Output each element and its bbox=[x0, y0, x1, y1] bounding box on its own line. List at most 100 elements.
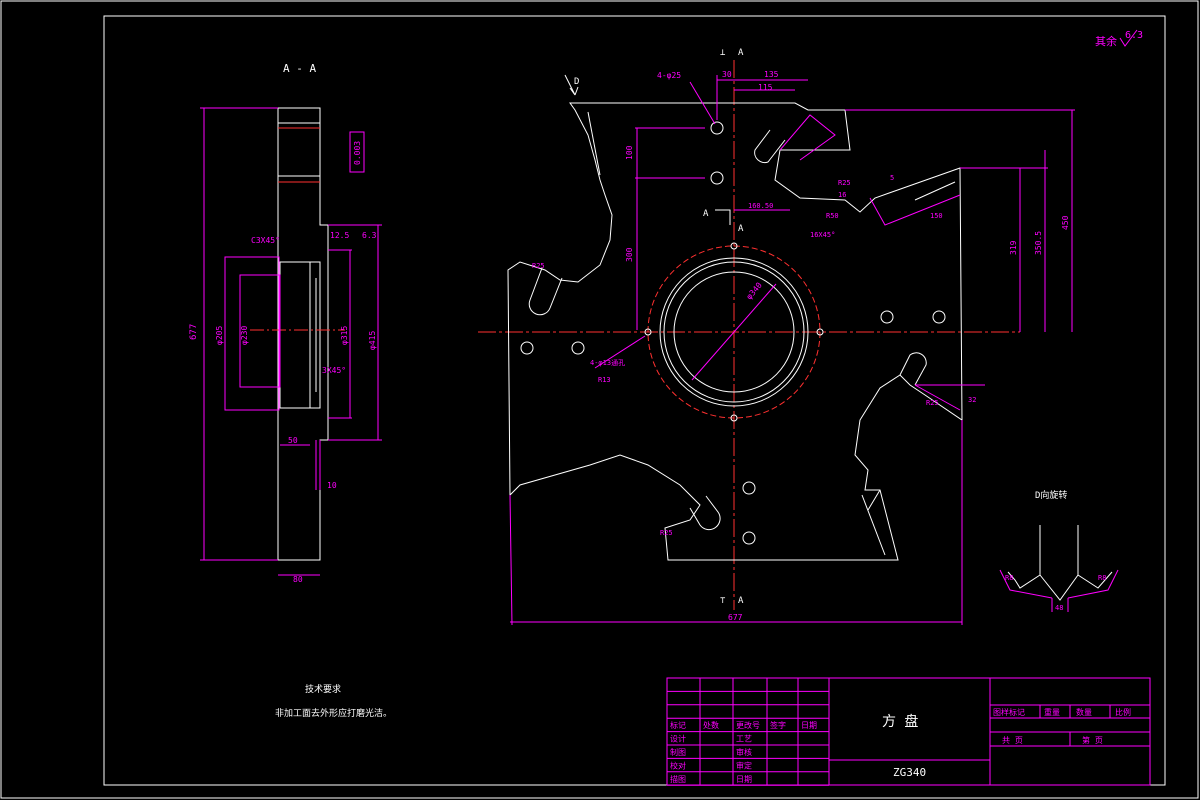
dim-r25-left: R25 bbox=[532, 262, 545, 270]
d-view-outline bbox=[1007, 525, 1113, 601]
tb-cell: 更改号 bbox=[736, 720, 760, 730]
dim-roughness: 6.3 bbox=[362, 231, 377, 240]
d-view-r2: R8 bbox=[1098, 574, 1106, 582]
tb-cell: 审定 bbox=[736, 760, 752, 770]
tech-requirements: 技术要求 非加工面去外形应打磨光洁。 bbox=[275, 683, 392, 719]
dim-box bbox=[224, 256, 280, 411]
dim-angle bbox=[914, 384, 985, 411]
dim-5: 5 bbox=[890, 174, 894, 182]
tech-text: 非加工面去外形应打磨光洁。 bbox=[275, 707, 392, 719]
mount-hole bbox=[520, 341, 534, 355]
dim-160: 160.50 bbox=[748, 202, 773, 210]
corner-roughness: 其余 6.3 bbox=[1095, 29, 1143, 48]
sheet-total: 共 页 bbox=[1002, 736, 1023, 745]
mount-hole bbox=[742, 481, 756, 495]
section-mark-top-1: ⊥ bbox=[720, 48, 726, 58]
dim-r25: R25 bbox=[838, 179, 851, 187]
dim-depth: 50 bbox=[288, 436, 298, 445]
dim-box bbox=[239, 274, 281, 388]
tb-cell: 处数 bbox=[703, 720, 719, 730]
roughness-symbol-icon bbox=[1119, 29, 1138, 47]
material: ZG340 bbox=[893, 766, 926, 779]
tb-cell: 标记 bbox=[670, 720, 686, 730]
dim-135: 135 bbox=[764, 70, 779, 79]
dim-150: 150 bbox=[930, 212, 943, 220]
mount-hole bbox=[932, 310, 946, 324]
tb-cell: 制图 bbox=[670, 747, 686, 757]
dim-677: 677 bbox=[728, 613, 743, 622]
bore-outline bbox=[279, 261, 321, 409]
mount-hole bbox=[710, 121, 724, 135]
mount-hole bbox=[742, 531, 756, 545]
dim-ext bbox=[509, 494, 513, 626]
section-view: A - A 677 φ205 φ230 φ315 φ415 C3X45° 3X4… bbox=[189, 62, 382, 584]
dim-r25-bottom: R25 bbox=[660, 529, 673, 537]
dim-350: 350.5 bbox=[1034, 231, 1043, 255]
roughness-label: 其余 bbox=[1095, 34, 1117, 48]
section-mark-bottom-1: ⊤ bbox=[720, 596, 726, 606]
tb-right-header: 重量 bbox=[1044, 707, 1060, 717]
bolt-circle bbox=[647, 245, 821, 419]
d-view-dims bbox=[999, 569, 1119, 599]
section-mark-top: A bbox=[738, 48, 744, 58]
leader-line bbox=[594, 335, 646, 369]
view-arrow-label: D bbox=[574, 77, 579, 87]
dim-32: 32 bbox=[968, 396, 976, 404]
slot-end-bottom bbox=[689, 495, 721, 531]
mount-holes bbox=[520, 121, 946, 545]
dim-inner-dia: φ230 bbox=[240, 326, 249, 345]
dim-outer-dia: φ315 bbox=[340, 326, 349, 345]
dim-115: 115 bbox=[758, 83, 773, 92]
slot-end-right bbox=[899, 352, 927, 386]
tb-cell: 日期 bbox=[801, 721, 817, 730]
dim-340: φ340 bbox=[745, 281, 764, 302]
dim-deg: 16X45° bbox=[810, 231, 835, 239]
view-arrow-icon bbox=[564, 74, 579, 96]
dim-groove: 12.5 bbox=[330, 231, 349, 240]
d-view: D向旋转 R8 48 R8 bbox=[999, 489, 1119, 612]
dim-total-height: 677 bbox=[189, 324, 199, 340]
bolt-holes bbox=[644, 242, 824, 422]
dim-300: 300 bbox=[625, 247, 634, 262]
tb-right-header: 比例 bbox=[1115, 707, 1131, 717]
ring-outer bbox=[659, 257, 809, 407]
section-mark-mid-2: A bbox=[738, 224, 744, 234]
slot-end-left bbox=[528, 267, 563, 316]
dim-30: 30 bbox=[722, 70, 732, 79]
plate-outline bbox=[507, 102, 963, 561]
tb-cell: 工艺 bbox=[736, 735, 752, 744]
sheet-no: 第 页 bbox=[1082, 735, 1103, 745]
section-cut-icon bbox=[715, 209, 731, 225]
tech-title: 技术要求 bbox=[305, 683, 341, 695]
section-title: A - A bbox=[283, 62, 316, 75]
d-view-r: R8 bbox=[1005, 574, 1013, 582]
mount-hole bbox=[710, 171, 724, 185]
tb-cell: 日期 bbox=[736, 775, 752, 784]
tb-cell: 设计 bbox=[670, 734, 686, 744]
section-mark-mid: A bbox=[703, 209, 709, 219]
dim-chamfer-bottom: 3X45° bbox=[322, 366, 346, 375]
slot-end-top bbox=[754, 129, 786, 164]
dim-319: 319 bbox=[1009, 240, 1018, 255]
slot-line bbox=[861, 494, 886, 556]
dim-r25-right: R25 bbox=[926, 399, 939, 407]
ring-mid bbox=[663, 261, 805, 403]
dim-flatness: 0.003 bbox=[353, 141, 362, 165]
flatness-frame bbox=[349, 131, 365, 173]
tb-right-header: 图样标记 bbox=[993, 707, 1025, 717]
mount-hole bbox=[571, 341, 585, 355]
dim-flange-thk: 10 bbox=[327, 481, 337, 490]
leader-line bbox=[689, 81, 716, 125]
dim-hole-dia: φ205 bbox=[215, 326, 224, 345]
main-view: 677 φ340 bbox=[478, 48, 1075, 626]
title-block-right-headers: 图样标记 重量 数量 比例 bbox=[993, 707, 1131, 717]
dim-holes2: 4-φ13通孔 bbox=[590, 358, 625, 367]
d-view-title: D向旋转 bbox=[1035, 489, 1067, 501]
slot-line bbox=[914, 181, 956, 201]
tb-right-header: 数量 bbox=[1076, 707, 1092, 717]
bolt-hole bbox=[730, 242, 738, 250]
bolt-hole bbox=[644, 328, 652, 336]
dim-dia-line bbox=[691, 283, 777, 381]
